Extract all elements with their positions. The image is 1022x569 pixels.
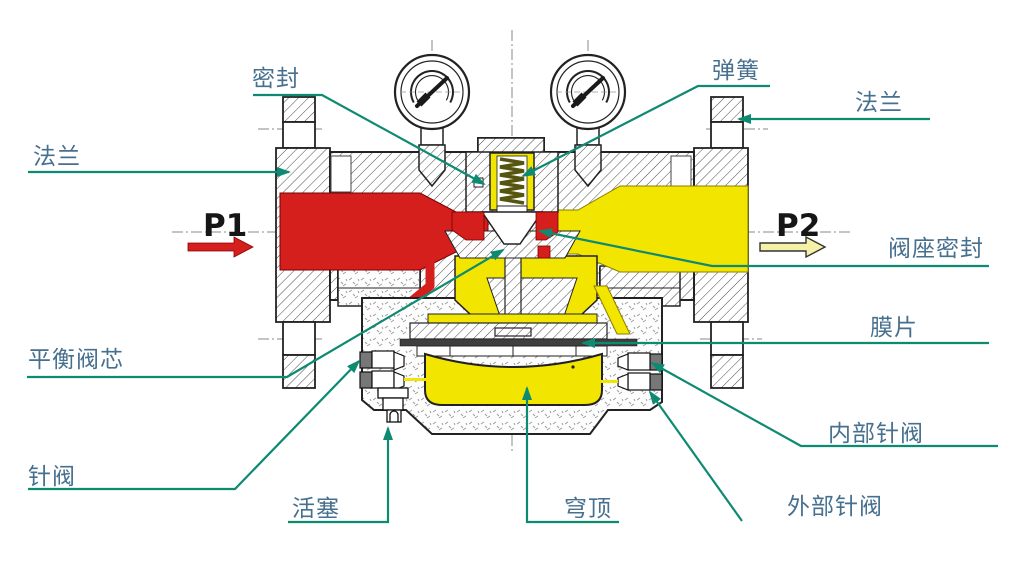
outlet-slant-passage bbox=[593, 285, 631, 335]
label-dome: 穹顶 bbox=[564, 496, 612, 522]
pressure-gauge-left bbox=[393, 53, 471, 188]
leader-balance-core bbox=[27, 248, 505, 379]
dome-chamber bbox=[424, 352, 603, 406]
label-seal: 密封 bbox=[252, 66, 300, 92]
label-needle-valve: 针阀 bbox=[28, 464, 76, 490]
leader-piston bbox=[288, 426, 393, 524]
label-spring: 弹簧 bbox=[712, 58, 760, 84]
pressure-gauge-right bbox=[549, 53, 627, 188]
piston bbox=[377, 387, 409, 423]
leader-spring bbox=[521, 84, 770, 177]
label-diaphragm: 膜片 bbox=[870, 315, 918, 341]
outlet-flow-arrow bbox=[759, 235, 827, 259]
label-external-needle-valve: 外部针阀 bbox=[787, 494, 883, 520]
label-piston: 活塞 bbox=[292, 496, 340, 522]
leader-seat-seal bbox=[538, 228, 989, 268]
leader-internal-needle bbox=[650, 362, 998, 448]
inlet-pressure-marker: P1 bbox=[203, 208, 247, 244]
leader-external-needle bbox=[648, 390, 743, 522]
leader-seal bbox=[253, 93, 486, 185]
spring-coil bbox=[499, 157, 525, 205]
label-valve-seat-seal: 阀座密封 bbox=[888, 236, 984, 262]
inlet-flow-arrow bbox=[187, 236, 254, 258]
label-balance-valve-core: 平衡阀芯 bbox=[28, 347, 124, 373]
lower-case bbox=[361, 239, 663, 435]
needle-fittings-left bbox=[359, 350, 426, 391]
label-flange-right: 法兰 bbox=[855, 90, 903, 116]
balanced-plug-cone bbox=[480, 211, 544, 245]
outlet-pressure-marker: P2 bbox=[776, 208, 820, 244]
leader-dome bbox=[522, 386, 619, 524]
leader-needle-valve bbox=[28, 359, 361, 491]
label-internal-needle-valve: 内部针阀 bbox=[828, 421, 924, 447]
label-flange-left: 法兰 bbox=[33, 144, 81, 170]
spring-assembly bbox=[444, 137, 581, 259]
